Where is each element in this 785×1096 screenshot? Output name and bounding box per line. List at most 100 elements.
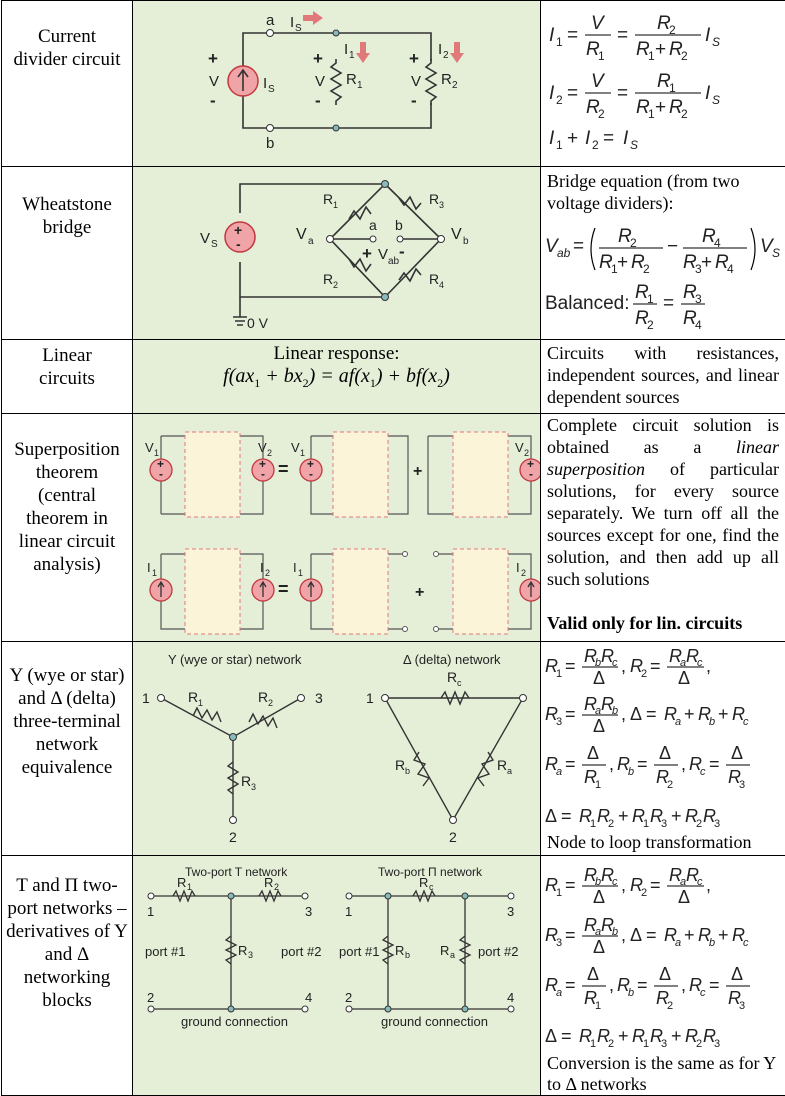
- svg-text:Δ: Δ: [659, 743, 671, 763]
- svg-text:-: -: [399, 242, 405, 261]
- svg-text:+: +: [415, 584, 424, 601]
- svg-text:1: 1: [349, 50, 355, 61]
- svg-text:=: =: [650, 875, 661, 895]
- svg-text:R: R: [238, 943, 247, 958]
- svg-text:a: a: [556, 766, 562, 778]
- svg-text:R: R: [395, 943, 404, 958]
- t-pi-figure: Two-port T network Two-port Π network: [133, 856, 541, 1096]
- svg-text:V: V: [591, 13, 606, 34]
- svg-text:R: R: [241, 773, 251, 789]
- svg-text:, Δ =: , Δ =: [621, 704, 657, 724]
- svg-text:+: +: [409, 49, 419, 68]
- svg-text:=: =: [565, 875, 576, 895]
- svg-text:b: b: [709, 937, 715, 949]
- svg-text:=: =: [603, 128, 614, 149]
- row-t-pi: T and Π two-port networks – derivatives …: [2, 856, 785, 1096]
- svg-text:b: b: [709, 716, 715, 728]
- svg-text:3: 3: [714, 818, 720, 830]
- superposition-description: Complete circuit solution is obtained as…: [541, 414, 785, 642]
- svg-text:2: 2: [345, 990, 352, 1005]
- svg-text:2: 2: [643, 262, 650, 276]
- svg-text:2: 2: [641, 887, 647, 899]
- svg-text:2: 2: [229, 829, 237, 845]
- svg-text:2: 2: [521, 568, 526, 578]
- svg-text:3: 3: [739, 779, 745, 791]
- svg-text:-: -: [411, 91, 417, 110]
- svg-text:Δ: Δ: [593, 937, 605, 957]
- balanced-label: Balanced:: [545, 293, 630, 314]
- svg-text:port #1: port #1: [339, 944, 379, 959]
- svg-text:,: ,: [706, 875, 711, 895]
- svg-text:R: R: [395, 757, 405, 773]
- wheatstone-equations: Bridge equation (from two voltage divide…: [541, 167, 785, 340]
- svg-text:+: +: [567, 128, 578, 149]
- svg-text:port #2: port #2: [478, 944, 518, 959]
- svg-text:S: S: [295, 23, 302, 34]
- svg-text:R: R: [441, 71, 452, 88]
- svg-text:R: R: [429, 191, 439, 207]
- svg-text:b: b: [463, 236, 469, 247]
- svg-text:=: =: [573, 236, 584, 257]
- svg-text:-: -: [315, 91, 321, 110]
- svg-text:c: c: [429, 882, 434, 892]
- bridge-equation-caption: Bridge equation (from two voltage divide…: [541, 167, 785, 214]
- y-delta-figure: Y (wye or star) network Δ (delta) networ…: [133, 642, 541, 856]
- svg-text:-: -: [236, 236, 241, 252]
- svg-text:Δ: Δ: [731, 964, 743, 984]
- svg-text:2: 2: [265, 568, 270, 578]
- svg-text:Δ: Δ: [659, 964, 671, 984]
- svg-text:I: I: [344, 41, 348, 58]
- svg-text:c: c: [743, 937, 749, 949]
- svg-text:2: 2: [641, 668, 647, 680]
- svg-text:S: S: [772, 246, 780, 260]
- svg-text:a: a: [450, 950, 455, 960]
- svg-text:+: +: [718, 925, 729, 945]
- svg-text:-: -: [159, 467, 163, 481]
- svg-text:Δ: Δ: [678, 668, 690, 688]
- svg-text:port #2: port #2: [281, 944, 321, 959]
- svg-text:Δ: Δ: [678, 887, 690, 907]
- svg-text:=: =: [565, 656, 576, 676]
- node-a-label: a: [266, 12, 275, 29]
- svg-text:Δ: Δ: [593, 668, 605, 688]
- svg-text:I: I: [293, 560, 297, 575]
- svg-text:1: 1: [147, 904, 154, 919]
- svg-text:R: R: [323, 271, 333, 287]
- svg-text:,: ,: [609, 754, 614, 774]
- svg-text:2: 2: [452, 80, 458, 91]
- svg-text:-: -: [261, 467, 265, 481]
- svg-text:Y (wye or star) network: Y (wye or star) network: [168, 652, 302, 667]
- svg-text:=: =: [565, 975, 576, 995]
- svg-text:I: I: [705, 83, 711, 104]
- svg-text:=: =: [565, 704, 576, 724]
- svg-text:+: +: [362, 244, 372, 263]
- svg-text:,: ,: [621, 656, 626, 676]
- svg-text:2: 2: [681, 107, 688, 121]
- svg-text:c: c: [700, 987, 706, 999]
- svg-text:,: ,: [681, 975, 686, 995]
- svg-text:−: −: [667, 236, 678, 257]
- svg-text:2: 2: [556, 93, 563, 107]
- svg-text:1: 1: [142, 690, 150, 706]
- svg-text:3: 3: [305, 904, 312, 919]
- svg-text:V: V: [296, 226, 307, 243]
- row-title: Y (wye or star) and Δ (delta) three-term…: [2, 642, 133, 856]
- svg-text:2: 2: [333, 280, 338, 290]
- svg-text:1: 1: [648, 49, 655, 63]
- svg-text:1: 1: [154, 448, 159, 458]
- svg-text:2: 2: [598, 107, 605, 121]
- row-linear: Linear circuits Linear response: f(ax1 +…: [2, 340, 785, 414]
- svg-text:I: I: [516, 560, 520, 575]
- svg-text:1: 1: [595, 779, 601, 791]
- svg-text:V: V: [145, 440, 154, 455]
- svg-text:, Δ =: , Δ =: [621, 925, 657, 945]
- svg-text:+: +: [684, 925, 695, 945]
- svg-text:3: 3: [251, 782, 256, 792]
- svg-text:1: 1: [556, 887, 562, 899]
- svg-text:b: b: [628, 987, 634, 999]
- svg-text:2: 2: [608, 818, 614, 830]
